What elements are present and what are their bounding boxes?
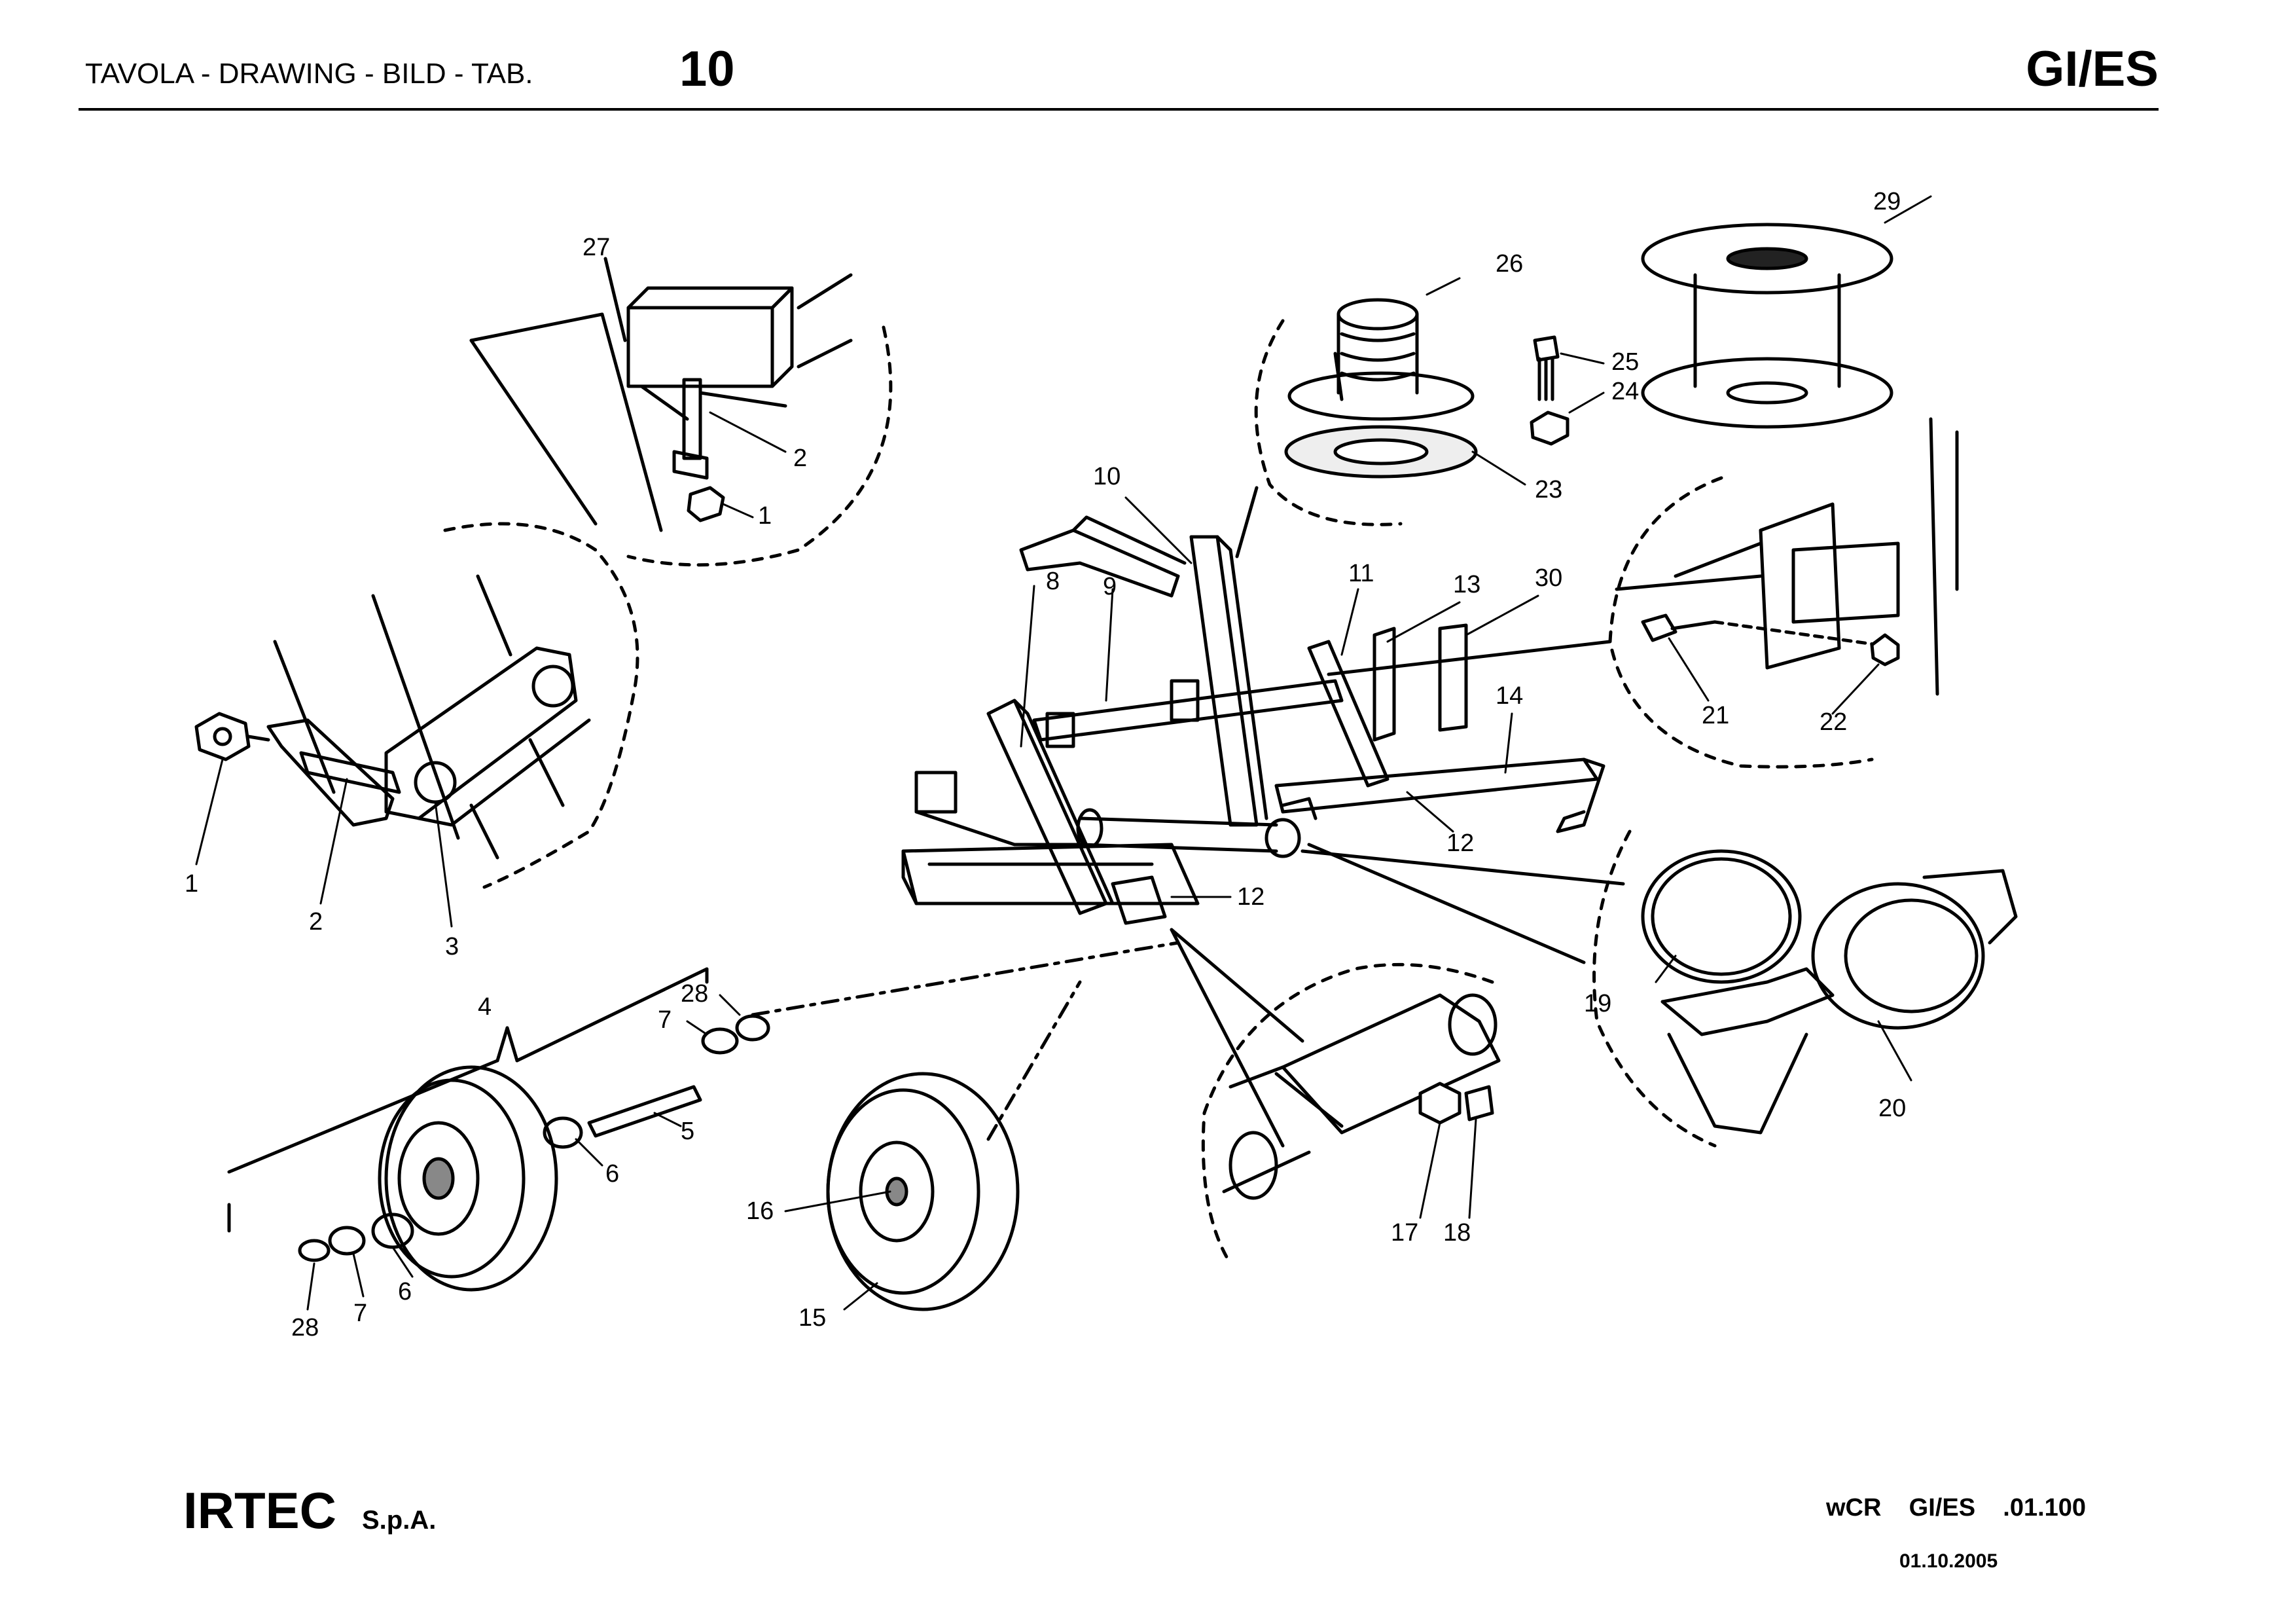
drawing-title: TAVOLA - DRAWING - BILD - TAB. [85,58,533,90]
callout-2: 2 [309,908,323,936]
callout-1-detail: 1 [758,502,772,530]
callout-28: 28 [681,980,708,1008]
detail-axle-17-18 [1170,928,1501,1266]
main-frame [901,496,1605,925]
model-code: GI/ES [2026,41,2159,97]
callout-11: 11 [1348,560,1374,587]
callout-30: 30 [1535,564,1562,592]
callout-27: 27 [583,234,610,261]
callout-17: 17 [1391,1219,1418,1247]
detail-hub-19-20 [1300,830,2018,1148]
callout-29: 29 [1873,188,1901,215]
callout-10: 10 [1093,463,1121,490]
detail-flange-23-26 [1235,277,1605,558]
flange-29 [1641,195,1932,429]
callout-4: 4 [478,993,492,1021]
callout-1: 1 [185,870,198,898]
callout-16: 16 [746,1197,774,1225]
callout-20: 20 [1878,1095,1906,1122]
detail-bracket-27 [469,257,893,567]
callout-6b: 6 [398,1278,412,1305]
wheel-set-4 [227,967,770,1311]
callout-12b: 12 [1237,883,1265,911]
callout-labels: 27 2 1 1 2 3 4 5 6 6 7 7 28 28 8 9 10 11… [185,188,1906,1341]
callout-13: 13 [1453,571,1480,598]
callout-8: 8 [1046,568,1060,595]
callout-15: 15 [798,1304,826,1332]
detail-pivot-1-2-3 [194,522,639,928]
document-code: wCR GI/ES .01.100 [1826,1494,2087,1522]
callout-5: 5 [681,1118,694,1145]
callout-3: 3 [445,933,459,960]
callout-12: 12 [1446,830,1474,857]
callout-7: 7 [658,1006,672,1034]
table-number: 10 [679,41,735,97]
callout-24: 24 [1611,378,1639,405]
callout-26: 26 [1496,250,1523,278]
header-rule [79,108,2159,111]
callout-2-detail: 2 [793,445,807,472]
callout-14: 14 [1496,682,1523,710]
callout-23: 23 [1535,476,1562,503]
callout-19: 19 [1584,990,1611,1017]
detail-plate-21-22 [1327,417,1959,769]
company-suffix: S.p.A. [362,1506,437,1535]
wheel-15 [751,941,1180,1311]
callout-25: 25 [1611,348,1639,376]
callout-28b: 28 [291,1314,319,1341]
callout-22: 22 [1820,708,1847,736]
callout-7b: 7 [353,1300,367,1327]
callout-18: 18 [1443,1219,1471,1247]
document-date: 01.10.2005 [1899,1550,1998,1572]
callout-6: 6 [605,1160,619,1188]
company-name: IRTEC [183,1482,336,1539]
callout-21: 21 [1702,702,1729,729]
callout-9: 9 [1103,573,1117,600]
